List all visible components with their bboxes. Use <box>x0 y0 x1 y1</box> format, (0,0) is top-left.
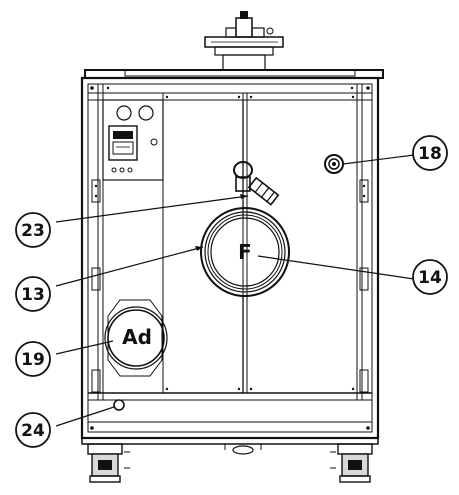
top-plate <box>84 69 384 79</box>
access-door-label: Ad <box>122 325 152 349</box>
callout-14: 14 <box>412 259 448 295</box>
sight-gauge <box>324 154 344 174</box>
door-panels <box>162 92 358 394</box>
callout-13-label: 13 <box>21 285 45 305</box>
drain-port <box>113 399 125 411</box>
callout-14-label: 14 <box>418 268 442 288</box>
flange-label: F <box>238 240 252 264</box>
callout-13: 13 <box>15 276 51 312</box>
access-door: Ad <box>104 299 168 377</box>
right-foot <box>330 443 373 483</box>
callout-18: 18 <box>412 135 448 171</box>
callout-19: 19 <box>15 341 51 377</box>
callout-23-label: 23 <box>21 221 45 241</box>
leader-lines <box>55 154 415 427</box>
callout-19-label: 19 <box>21 350 45 370</box>
left-foot <box>87 443 130 483</box>
callout-24-label: 24 <box>21 421 45 441</box>
base-assembly <box>81 437 379 483</box>
top-fitting <box>204 11 284 71</box>
valve-fitting <box>233 161 280 206</box>
callout-24: 24 <box>15 412 51 448</box>
callout-18-label: 18 <box>418 144 442 164</box>
control-panel <box>102 99 164 181</box>
main-flange: F <box>200 207 290 297</box>
callout-23: 23 <box>15 212 51 248</box>
